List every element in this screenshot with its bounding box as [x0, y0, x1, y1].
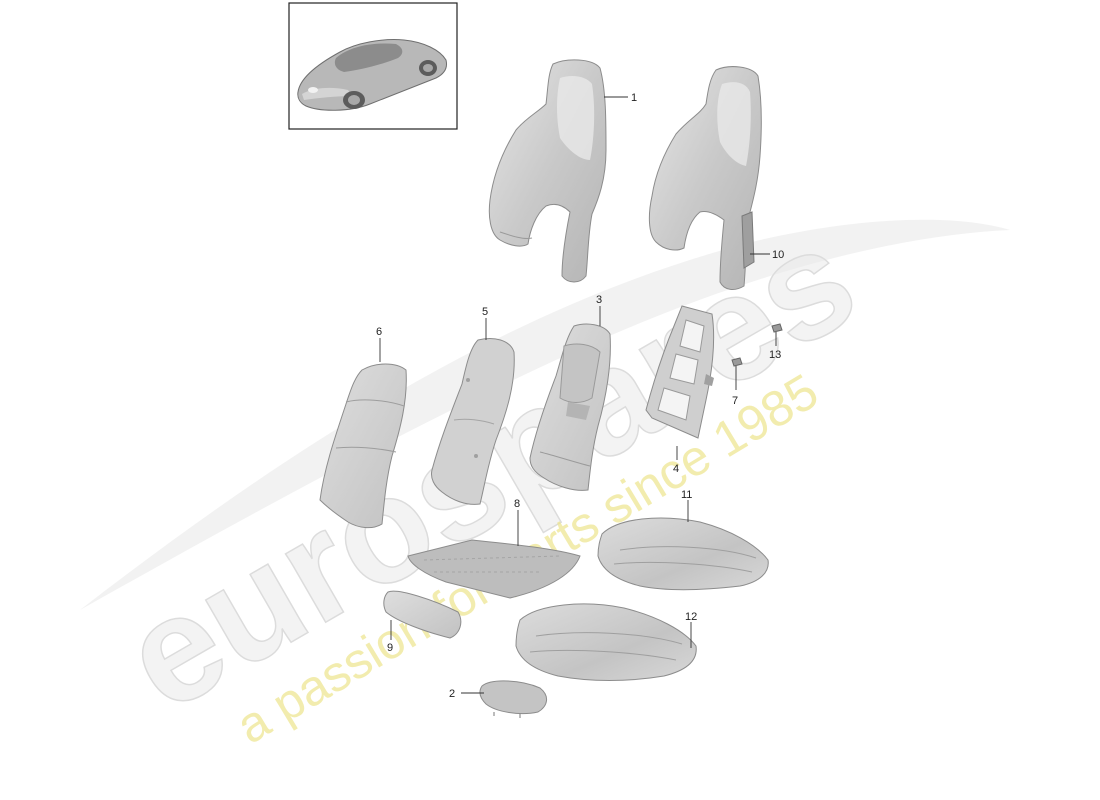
callout-11: 11: [681, 489, 692, 501]
backrest-foam-5: [431, 338, 515, 505]
callout-3: 3: [596, 294, 602, 306]
backrest-frame-4: [645, 305, 715, 439]
backrest-cover-6: [319, 363, 407, 529]
thigh-support-9: [383, 590, 462, 639]
car-illustration: [297, 39, 447, 111]
callout-2: 2: [449, 688, 455, 700]
callout-9: 9: [387, 642, 393, 654]
seat-cushion-12: [515, 603, 697, 681]
callout-8: 8: [514, 498, 520, 510]
callout-7: 7: [732, 395, 738, 407]
watermark-brand: eurospares: [97, 193, 881, 743]
backrest-panel-3: [529, 323, 611, 491]
callout-12: 12: [685, 611, 697, 623]
clip-7: [731, 357, 743, 367]
car-thumbnail: [288, 2, 458, 130]
callout-13: 13: [769, 349, 781, 361]
clip-13: [771, 323, 783, 333]
callout-4: 4: [673, 463, 679, 475]
backrest-shell-left: [488, 59, 607, 283]
bracket-2: [479, 680, 547, 718]
seat-cushion-11: [597, 517, 769, 591]
callout-6: 6: [376, 326, 382, 338]
callout-5: 5: [482, 306, 488, 318]
callout-1: 1: [631, 92, 637, 104]
seat-heating-pad-8: [407, 539, 581, 599]
backrest-shell-right: [648, 66, 762, 290]
callout-10: 10: [772, 249, 784, 261]
callouts: 1 2 3 4 5 6 7 8 9 10 11 12 13: [376, 92, 784, 700]
